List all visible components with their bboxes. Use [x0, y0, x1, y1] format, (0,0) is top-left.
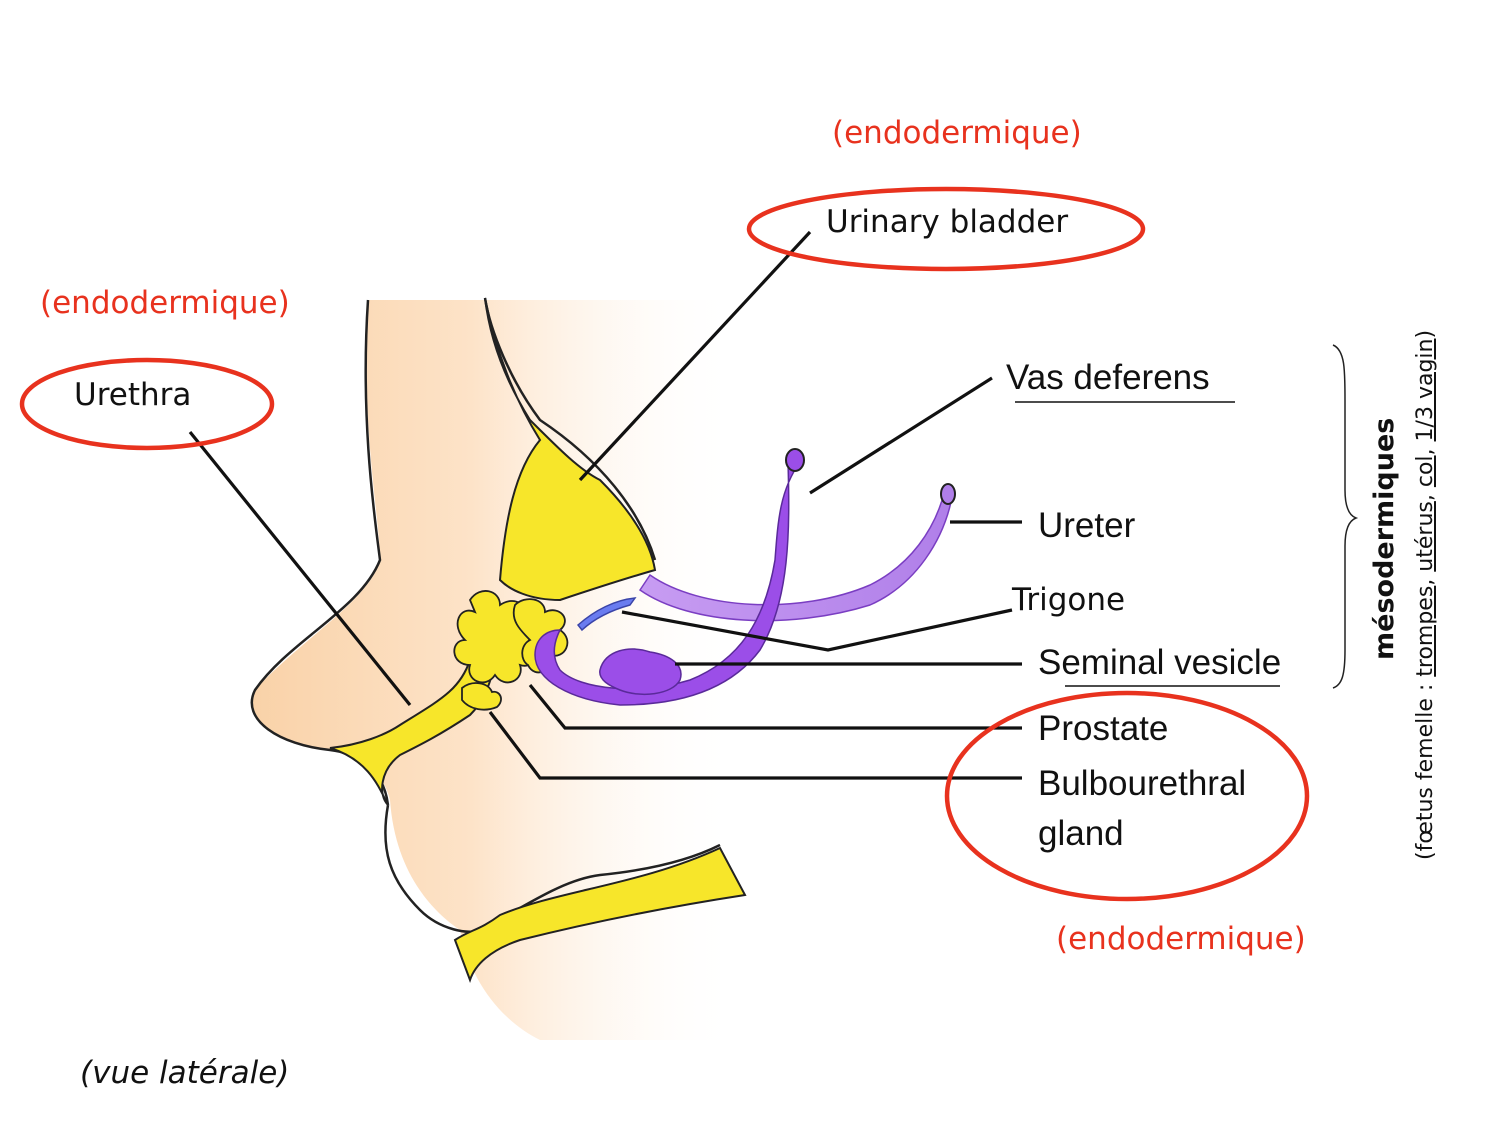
item-uterus: utérus	[1413, 501, 1438, 572]
mesoderm-side-note: mésodermiques (fœtus femelle : trompes, …	[1365, 200, 1460, 860]
label-prostate: Prostate	[1038, 709, 1169, 748]
label-vas-deferens: Vas deferens	[1006, 358, 1210, 397]
bladder-yellow	[484, 297, 657, 602]
item-col: col	[1413, 455, 1438, 488]
highlight-urinary-bladder	[746, 186, 1146, 272]
bladder-outline	[483, 297, 657, 561]
trigone-region	[576, 597, 637, 632]
label-urinary-bladder: Urinary bladder	[826, 204, 1069, 240]
label-foetus-femelle: (fœtus femelle : trompes, utérus, col, 1…	[1413, 329, 1438, 860]
label-vue-laterale: (vue latérale)	[80, 1055, 290, 1091]
urethra-tube	[329, 659, 497, 806]
label-ureter: Ureter	[1038, 506, 1136, 545]
label-gland: gland	[1038, 814, 1124, 853]
seminal-vesicle-shape	[599, 648, 682, 696]
lower-yellow-band	[453, 846, 747, 983]
highlight-urethra	[19, 357, 275, 451]
item-trompes: trompes	[1413, 585, 1438, 677]
label-mesodermiques: mésodermiques	[1369, 417, 1400, 660]
vas-deferens-tube	[534, 461, 802, 706]
label-endodermique-top: (endodermique)	[832, 115, 1082, 151]
highlight-bulbourethral	[944, 690, 1310, 902]
mesoderm-brace	[1332, 344, 1359, 689]
label-endodermique-left: (endodermique)	[40, 285, 290, 321]
label-seminal-vesicle: Seminal vesicle	[1038, 643, 1282, 682]
label-trigone: Trigone	[1012, 582, 1126, 618]
label-bulbourethral: Bulbourethral	[1038, 764, 1247, 803]
label-urethra: Urethra	[74, 377, 192, 413]
label-endodermique-bottom: (endodermique)	[1056, 921, 1306, 957]
vas-deferens-end	[785, 448, 805, 472]
ureter-end	[940, 483, 956, 505]
item-vagin: 1/3 vagin	[1413, 338, 1438, 442]
leader-lines	[188, 230, 1022, 780]
